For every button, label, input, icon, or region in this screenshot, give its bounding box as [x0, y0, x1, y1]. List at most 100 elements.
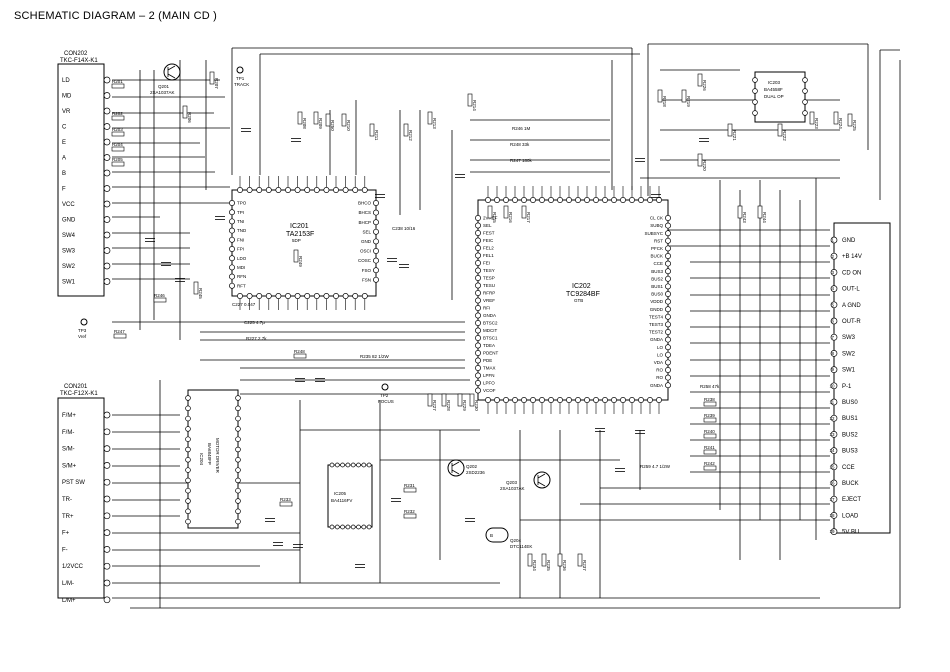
resistor-designator: R222 [782, 130, 787, 141]
ic203-sub: DUAL OP [764, 94, 784, 99]
resistor-designator: R210 [346, 120, 351, 131]
ic202-top-pins [485, 186, 662, 203]
ic201-pin-label: TNI [237, 219, 244, 224]
ic202-pin-label: TDEA [483, 343, 495, 348]
resistor [469, 393, 475, 407]
ic204-pin [235, 426, 241, 432]
ic202: IC202 TC9284BF GTB 2VREFSELFESTFEICFEL2F… [475, 186, 671, 414]
ic203-pin [802, 110, 808, 116]
ic202-pin [602, 197, 608, 203]
ic201-pin [373, 276, 379, 283]
ic204-pin [235, 487, 241, 494]
ic203-pins [752, 77, 808, 116]
ic202-pin-label: VDDD [650, 299, 664, 304]
ic201-pin-label: BHCO [358, 201, 372, 206]
ic202-pin-label: FEL1 [483, 253, 494, 258]
ic202-pin [584, 197, 590, 203]
con201-pin-label: L/M- [62, 581, 74, 587]
con201-pin [103, 579, 111, 587]
ic204-pin [185, 487, 191, 494]
con202-pin [103, 92, 111, 99]
resistor-designator: R234 [532, 560, 537, 571]
resistor-designator: R235 [546, 560, 551, 571]
ic201-pin [373, 257, 379, 264]
ic201-pin-label: BHCS [358, 210, 371, 215]
right-connector-pin [830, 285, 838, 292]
ic202-pin [665, 321, 671, 328]
ic202-pin-label: BUS0 [651, 292, 663, 297]
con201-pin-label: S/M+ [62, 463, 77, 469]
ic202-pin [584, 397, 590, 403]
right-connector-pin-label: P-1 [842, 384, 852, 390]
ic201-pin-label: RFT [237, 283, 246, 288]
ic202-pin [665, 283, 671, 290]
ic201-pin-label: BHCP [358, 220, 371, 225]
ic202-pin [475, 372, 481, 379]
ic204-part: BA6848FP [207, 443, 212, 465]
con201-pin-label: TR+ [62, 514, 74, 520]
resistor-designator: R207 [214, 78, 219, 89]
right-connector-pin-number: 8 [832, 351, 835, 356]
resistor-designator: R204 [112, 142, 123, 147]
resistor-designator: R211 [374, 130, 379, 141]
ic202-pin [475, 365, 481, 371]
tp1-label: TRACK [234, 82, 249, 87]
ic201-pin-label: TPO [237, 201, 247, 206]
ic201-pin [229, 246, 235, 252]
ic203-pin [802, 99, 808, 105]
resistor-designator: R228 [446, 400, 451, 411]
ic205-pin [356, 462, 361, 468]
resistor [325, 113, 331, 127]
ic202-pin-label: TEST4 [649, 314, 664, 319]
resistor-designator: R242 [704, 461, 715, 466]
ic202-pin [494, 197, 500, 203]
ic202-pin [665, 344, 671, 351]
ic201-pin-label: COSC [358, 258, 372, 263]
ic202-pin-label: VDA [654, 360, 663, 365]
ic205-pin [329, 524, 335, 530]
resistor-designator: R214 [472, 100, 477, 111]
resistor [427, 393, 433, 407]
ic202-pin-label: RO [656, 368, 663, 373]
ic202-pin [665, 253, 671, 259]
tp3-name: TP3 [78, 328, 87, 333]
ic202-pin [665, 306, 671, 313]
ic202-pin [475, 320, 481, 326]
ic201-pin [294, 187, 301, 193]
ic201-body [231, 189, 377, 297]
resistor-designator: R220 [702, 160, 707, 171]
ic201-pin-label: FSO [362, 268, 372, 273]
ic204-name: IC204 [199, 453, 204, 466]
resistor-designator: R224 [838, 118, 843, 129]
label-r235: R235 82 1/2W [360, 354, 390, 359]
label-r227: R227 2.7k [246, 336, 267, 341]
ic202-pin [665, 313, 671, 320]
ic202-pin-label: GNDD [650, 307, 664, 312]
ic202-pin-label: BUCK [650, 254, 663, 259]
ic201-pin-label: MDI [237, 265, 245, 270]
ic205-name: IC205 [334, 491, 347, 496]
transistor-q202: Q202 2SD2236 [447, 459, 485, 477]
resistor-designator: R248 [294, 349, 305, 354]
testpoint-tp3: TP3 Vref [78, 318, 88, 339]
label-c227: C227 0.047 [232, 302, 256, 307]
ic202-pin [503, 197, 509, 203]
q201-name: Q201 [158, 84, 170, 89]
ic202-pin [611, 397, 617, 403]
resistor [703, 401, 717, 407]
ic202-pin [475, 215, 481, 221]
ic202-pin [665, 382, 671, 389]
ic201-pin [373, 228, 379, 235]
ic204-pin [185, 405, 191, 412]
con202-pin [103, 231, 111, 239]
ic201-pin [246, 293, 253, 299]
ic202-pin [521, 397, 527, 403]
ic202-pin-label: SUBSYC [644, 231, 663, 236]
ic201-pin-label: FPI [237, 247, 244, 252]
ic202-pin [475, 275, 481, 281]
con201-pin [103, 596, 111, 604]
ic202-pin [475, 297, 481, 304]
ic201: IC201 TA2153F 5DP TPOTPITNITNDFNIFPILDOM… [229, 176, 379, 310]
